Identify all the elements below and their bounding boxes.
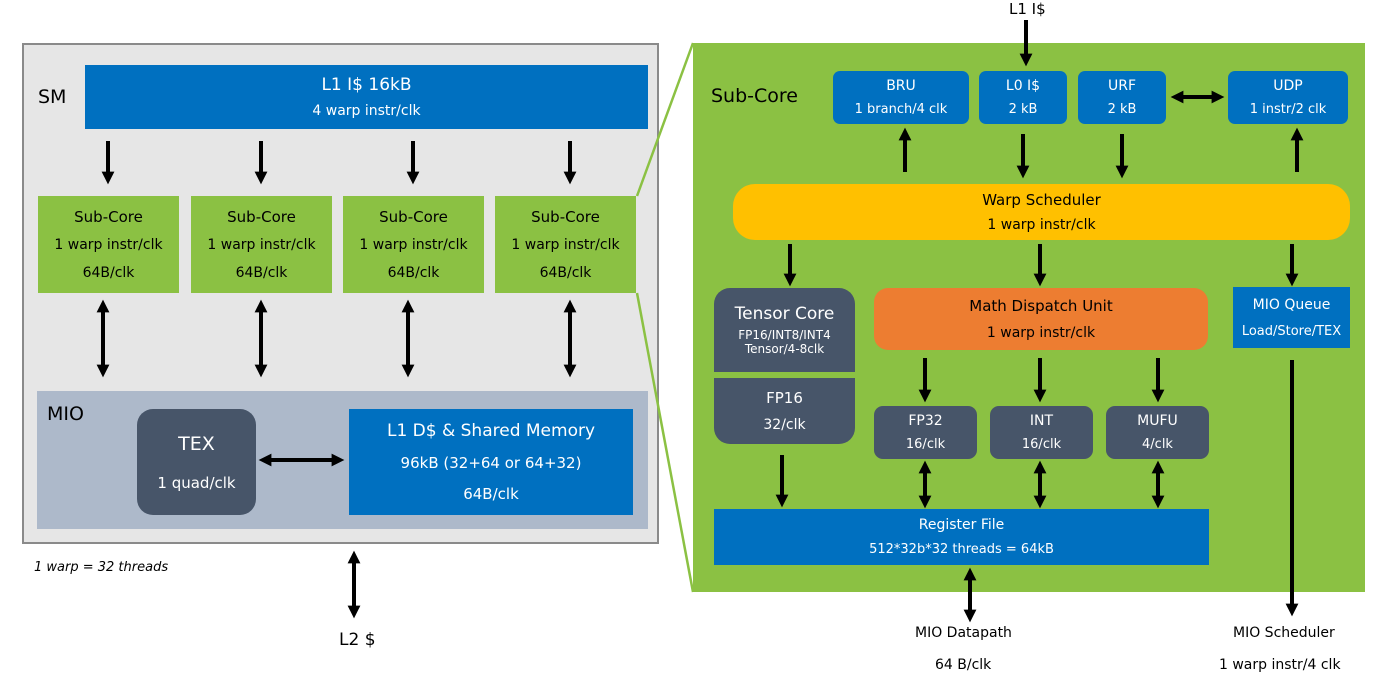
tex-unit: TEX 1 quad/clk xyxy=(137,409,256,515)
bru-rate: 1 branch/4 clk xyxy=(854,102,948,117)
sm-l1-icache-title: L1 I$ 16kB xyxy=(321,75,412,95)
l1d-title: L1 D$ & Shared Memory xyxy=(386,421,596,442)
bru-unit: BRU 1 branch/4 clk xyxy=(833,71,969,124)
mio-scheduler-rate: 1 warp instr/4 clk xyxy=(1219,657,1341,673)
mio-datapath-bw: 64 B/clk xyxy=(935,657,992,673)
fp16-title: FP16 xyxy=(766,389,803,407)
subcore-title: Sub-Core xyxy=(379,207,448,226)
subcore-title: Sub-Core xyxy=(227,207,296,226)
l0i-title: L0 I$ xyxy=(1005,78,1041,94)
subcore-bw: 64B/clk xyxy=(539,265,592,282)
l1d-bw: 64B/clk xyxy=(463,484,519,503)
subcore-bw: 64B/clk xyxy=(387,265,440,282)
sm-label: SM xyxy=(38,86,67,108)
sm-l1-icache-rate: 4 warp instr/clk xyxy=(312,103,421,119)
int-unit: INT 16/clk xyxy=(990,406,1093,459)
l1-icache-top-label: L1 I$ xyxy=(1009,0,1046,18)
zoom-line-bottom xyxy=(635,292,695,593)
mdu-rate: 1 warp instr/clk xyxy=(986,325,1096,341)
subcore-bw: 64B/clk xyxy=(82,265,135,282)
l1d-shared-memory: L1 D$ & Shared Memory 96kB (32+64 or 64+… xyxy=(349,409,633,515)
warp-scheduler: Warp Scheduler 1 warp instr/clk xyxy=(733,184,1350,240)
udp-unit: UDP 1 instr/2 clk xyxy=(1228,71,1348,124)
math-dispatch-unit: Math Dispatch Unit 1 warp instr/clk xyxy=(874,288,1208,350)
mio-queue-title: MIO Queue xyxy=(1252,296,1331,313)
tex-rate: 1 quad/clk xyxy=(157,473,236,492)
subcore-rate: 1 warp instr/clk xyxy=(54,237,163,254)
udp-title: UDP xyxy=(1273,78,1303,94)
sm-subcore-1: Sub-Core 1 warp instr/clk 64B/clk xyxy=(38,196,179,293)
warp-scheduler-rate: 1 warp instr/clk xyxy=(987,217,1096,233)
urf-title: URF xyxy=(1107,78,1137,94)
urf-size: 2 kB xyxy=(1107,102,1137,117)
subcore-title: Sub-Core xyxy=(74,207,143,226)
subcore-bw: 64B/clk xyxy=(235,265,288,282)
tensor-title: Tensor Core xyxy=(734,304,835,324)
l0i-size: 2 kB xyxy=(1008,102,1038,117)
fp16-unit: FP16 32/clk xyxy=(714,378,855,444)
subcore-label: Sub-Core xyxy=(711,85,798,107)
subcore-title: Sub-Core xyxy=(531,207,600,226)
fp32-rate: 16/clk xyxy=(905,437,946,452)
mio-datapath-title: MIO Datapath xyxy=(915,625,1012,641)
register-file-title: Register File xyxy=(918,516,1005,533)
fp32-title: FP32 xyxy=(908,413,943,429)
subcore-rate: 1 warp instr/clk xyxy=(511,237,620,254)
zoom-line-top xyxy=(635,42,695,197)
sm-subcore-4: Sub-Core 1 warp instr/clk 64B/clk xyxy=(495,196,636,293)
register-file: Register File 512*32b*32 threads = 64kB xyxy=(714,509,1209,565)
mdu-title: Math Dispatch Unit xyxy=(969,297,1113,315)
mio-label: MIO xyxy=(47,403,84,425)
mio-queue-types: Load/Store/TEX xyxy=(1241,323,1342,339)
mio-queue: MIO Queue Load/Store/TEX xyxy=(1233,287,1350,348)
fp16-rate: 32/clk xyxy=(763,417,806,433)
l0-icache: L0 I$ 2 kB xyxy=(979,71,1067,124)
tensor-types: FP16/INT8/INT4 xyxy=(738,328,831,342)
register-file-size: 512*32b*32 threads = 64kB xyxy=(869,542,1054,558)
sm-subcore-2: Sub-Core 1 warp instr/clk 64B/clk xyxy=(191,196,332,293)
subcore-rate: 1 warp instr/clk xyxy=(359,237,468,254)
sm-subcore-3: Sub-Core 1 warp instr/clk 64B/clk xyxy=(343,196,484,293)
l1d-size: 96kB (32+64 or 64+32) xyxy=(400,453,582,472)
l2-cache-label: L2 $ xyxy=(339,630,376,650)
int-title: INT xyxy=(1029,413,1054,429)
mufu-rate: 4/clk xyxy=(1142,437,1173,452)
bru-title: BRU xyxy=(886,78,916,94)
subcore-rate: 1 warp instr/clk xyxy=(207,237,316,254)
mufu-unit: MUFU 4/clk xyxy=(1106,406,1209,459)
warp-scheduler-title: Warp Scheduler xyxy=(982,191,1101,209)
footnote: 1 warp = 32 threads xyxy=(34,560,169,575)
int-rate: 16/clk xyxy=(1021,437,1062,452)
fp32-unit: FP32 16/clk xyxy=(874,406,977,459)
tensor-rate: Tensor/4-8clk xyxy=(744,342,825,356)
tensor-core: Tensor Core FP16/INT8/INT4 Tensor/4-8clk xyxy=(714,288,855,372)
mufu-title: MUFU xyxy=(1137,413,1178,429)
udp-rate: 1 instr/2 clk xyxy=(1249,102,1327,117)
urf-unit: URF 2 kB xyxy=(1078,71,1166,124)
sm-l1-icache: L1 I$ 16kB 4 warp instr/clk xyxy=(85,65,648,129)
tex-title: TEX xyxy=(178,432,215,455)
mio-scheduler-title: MIO Scheduler xyxy=(1233,625,1335,641)
